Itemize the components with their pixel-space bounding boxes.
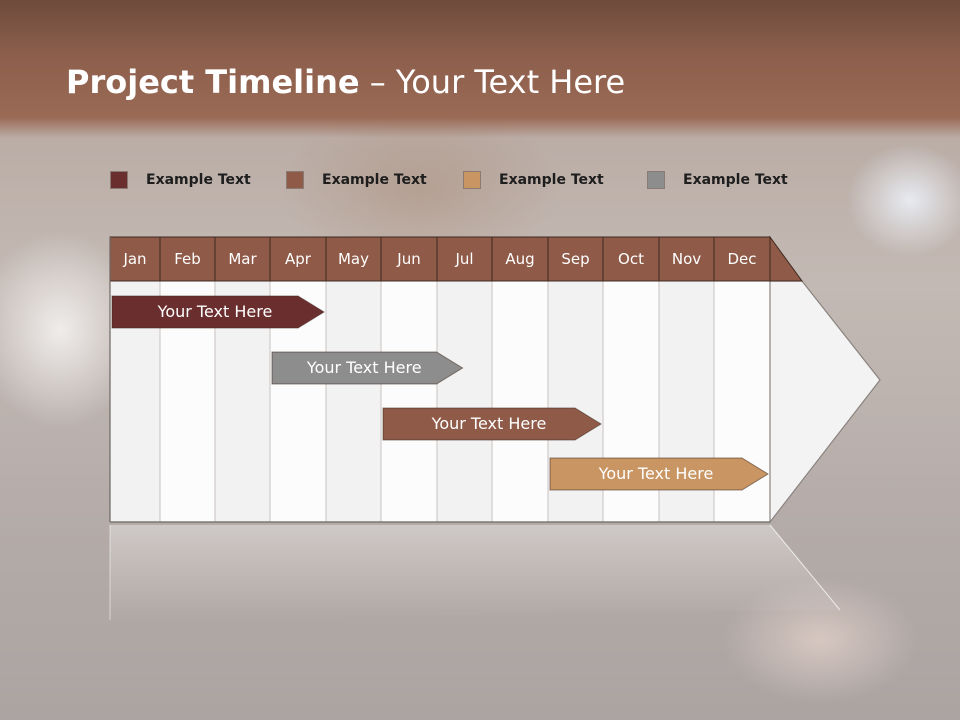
month-label: Jan <box>123 250 147 268</box>
legend-swatch <box>286 171 304 189</box>
month-label: Oct <box>618 250 644 268</box>
title-band <box>0 0 960 138</box>
month-column <box>491 280 549 523</box>
month-label: Dec <box>727 250 757 268</box>
month-header-cell <box>602 236 660 282</box>
reflection-edge <box>769 524 841 611</box>
legend-label: Example Text <box>499 172 604 188</box>
task-arrow <box>111 295 325 329</box>
month-label: Jun <box>397 250 421 268</box>
legend-label: Example Text <box>146 172 251 188</box>
task-label: Your Text Here <box>598 464 714 483</box>
month-header-cell <box>109 236 161 282</box>
month-label: Jul <box>455 250 474 268</box>
month-label: Sep <box>561 250 590 268</box>
month-label: Feb <box>174 250 201 268</box>
task-label: Your Text Here <box>306 358 422 377</box>
legend-label: Example Text <box>683 172 788 188</box>
legend-label: Example Text <box>322 172 427 188</box>
month-label: Mar <box>228 250 257 268</box>
month-label: Aug <box>505 250 535 268</box>
timeline-arrow-head <box>769 280 881 524</box>
month-label: Apr <box>285 250 311 268</box>
task-label: Your Text Here <box>157 302 273 321</box>
month-column <box>325 280 382 523</box>
month-label: May <box>337 250 369 268</box>
month-header-cell <box>214 236 271 282</box>
task-arrow <box>271 351 464 385</box>
month-header-cell <box>269 236 327 282</box>
task-label: Your Text Here <box>431 414 547 433</box>
task-arrow <box>382 407 602 441</box>
legend-swatch <box>463 171 481 189</box>
month-header-cell <box>713 236 771 282</box>
month-header-cell <box>491 236 549 282</box>
month-header-cell <box>159 236 216 282</box>
title-bold: Project Timeline <box>66 63 360 101</box>
legend-swatch <box>647 171 665 189</box>
slide-title: Project Timeline – Your Text Here <box>66 58 625 106</box>
month-header-cell <box>436 236 493 282</box>
header-arrow-wedge <box>769 235 803 282</box>
month-column <box>436 280 493 523</box>
legend-swatch <box>110 171 128 189</box>
task-arrow <box>549 457 769 491</box>
month-header-cell <box>325 236 382 282</box>
title-rest: – Your Text Here <box>359 63 626 101</box>
month-header-cell <box>658 236 715 282</box>
month-column <box>380 280 438 523</box>
timeline-reflection <box>110 525 840 620</box>
month-label: Nov <box>671 250 702 268</box>
